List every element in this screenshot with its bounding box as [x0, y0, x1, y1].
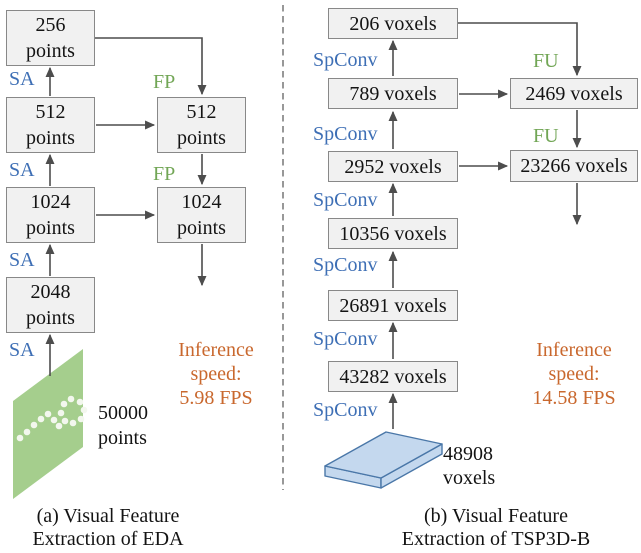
- spconv-operation-label-5: SpConv: [313, 328, 378, 350]
- box-1024-points-decoder: 1024 points: [157, 187, 246, 243]
- spconv-operation-label-3: SpConv: [313, 189, 378, 211]
- box-10356-voxels: 10356 voxels: [328, 218, 458, 249]
- sa-operation-label-2: SA: [9, 159, 35, 181]
- box-23266-voxels: 23266 voxels: [510, 150, 638, 182]
- fp-operation-label-2: FP: [153, 163, 176, 185]
- box-789-voxels: 789 voxels: [328, 78, 458, 109]
- caption-panel-b: (b) Visual Feature Extraction of TSP3D-B: [401, 505, 591, 550]
- input-voxels-count-label: 48908 voxels: [443, 443, 496, 489]
- inference-speed-note-eda: Inference speed: 5.98 FPS: [178, 339, 254, 409]
- point-cloud-dots: [16, 395, 88, 442]
- sa-operation-label-3: SA: [9, 249, 35, 271]
- sa-operation-label-1: SA: [9, 68, 35, 90]
- spconv-operation-label-1: SpConv: [313, 49, 378, 71]
- box-1024-points-encoder: 1024 points: [6, 187, 95, 243]
- spconv-operation-label-4: SpConv: [313, 254, 378, 276]
- inference-speed-note-tsp3d: Inference speed: 14.58 FPS: [532, 339, 616, 409]
- fp-operation-label-1: FP: [153, 71, 176, 93]
- sa-operation-label-4: SA: [9, 339, 35, 361]
- box-512-points-encoder: 512 points: [6, 97, 95, 153]
- box-43282-voxels: 43282 voxels: [328, 361, 458, 392]
- caption-panel-a: (a) Visual Feature Extraction of EDA: [32, 505, 184, 550]
- spconv-operation-label-6: SpConv: [313, 399, 378, 421]
- box-2469-voxels: 2469 voxels: [510, 78, 638, 109]
- arrow-206-to-2469: [458, 22, 582, 77]
- spconv-operation-label-2: SpConv: [313, 123, 378, 145]
- fu-operation-label-2: FU: [533, 125, 559, 147]
- input-points-count-label: 50000 points: [98, 402, 148, 449]
- box-512-points-decoder: 512 points: [157, 97, 246, 153]
- box-26891-voxels: 26891 voxels: [328, 290, 458, 321]
- input-voxel-slab: [324, 431, 443, 489]
- box-206-voxels: 206 voxels: [328, 8, 458, 39]
- box-2952-voxels: 2952 voxels: [328, 151, 458, 182]
- fu-operation-label-1: FU: [533, 50, 559, 72]
- arrow-256-to-512-decoder: [95, 37, 207, 96]
- box-2048-points: 2048 points: [6, 277, 95, 333]
- input-point-cloud-plane: [13, 349, 83, 499]
- box-256-points: 256 points: [6, 10, 95, 66]
